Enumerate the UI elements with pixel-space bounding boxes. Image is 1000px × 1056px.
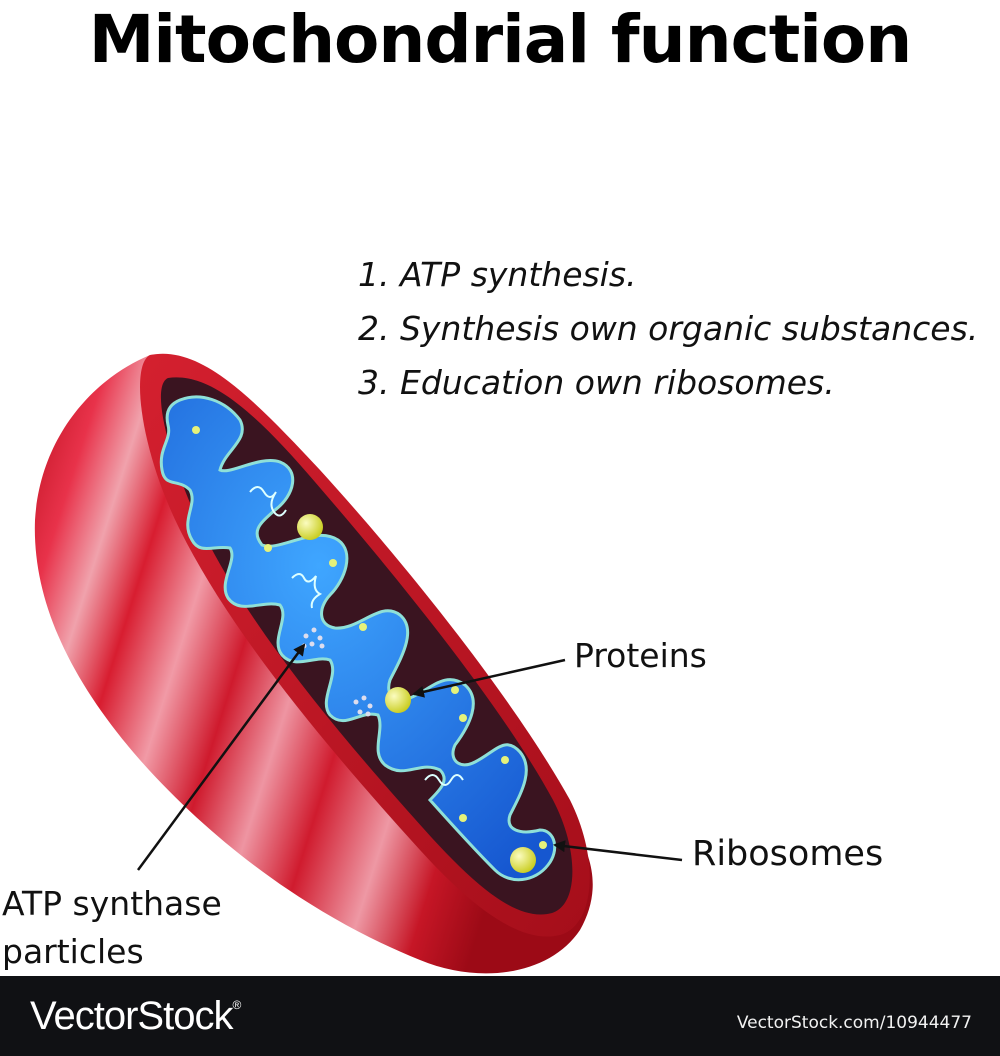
granule — [359, 623, 367, 631]
dna-strand — [291, 573, 323, 609]
granule — [329, 559, 337, 567]
ribosomes-leader — [553, 840, 683, 862]
inner-membrane-matrix — [159, 395, 557, 882]
granule — [192, 426, 200, 434]
function-item: 1. ATP synthesis. — [358, 255, 637, 294]
granule — [459, 814, 467, 822]
protein — [297, 514, 323, 540]
ribosome-cluster — [353, 695, 373, 717]
watermark-footer: VectorStock® VectorStock.com/10944477 — [0, 976, 1000, 1056]
dna-strand — [249, 486, 287, 517]
granule — [539, 841, 547, 849]
granule — [459, 714, 467, 722]
atp-synthase-label: ATP synthase particles — [2, 880, 222, 976]
ribosomes-label: Ribosomes — [692, 834, 884, 874]
proteins-label: Proteins — [574, 636, 707, 675]
proteins-leader — [412, 658, 566, 698]
granule — [501, 756, 509, 764]
image-id: VectorStock.com/10944477 — [736, 1013, 972, 1033]
granule — [264, 544, 272, 552]
registered-mark: ® — [232, 998, 241, 1012]
granule — [451, 686, 459, 694]
atp-synthase-label-line1: ATP synthase — [2, 884, 222, 923]
function-list: 1. ATP synthesis. 2. Synthesis own organ… — [358, 248, 978, 410]
atp-synthase-label-line2: particles — [2, 932, 144, 971]
logo-text: VectorStock — [30, 994, 233, 1038]
function-item: 2. Synthesis own organic substances. — [358, 309, 979, 348]
function-item: 3. Education own ribosomes. — [358, 363, 835, 402]
page-title: Mitochondrial function — [88, 1, 913, 78]
atp-synthase-leader — [136, 643, 306, 871]
mitochondrion-diagram — [34, 353, 683, 974]
protein — [385, 687, 411, 713]
protein — [510, 847, 536, 873]
dna-strand — [424, 774, 464, 786]
vectorstock-logo: VectorStock® — [30, 994, 241, 1039]
